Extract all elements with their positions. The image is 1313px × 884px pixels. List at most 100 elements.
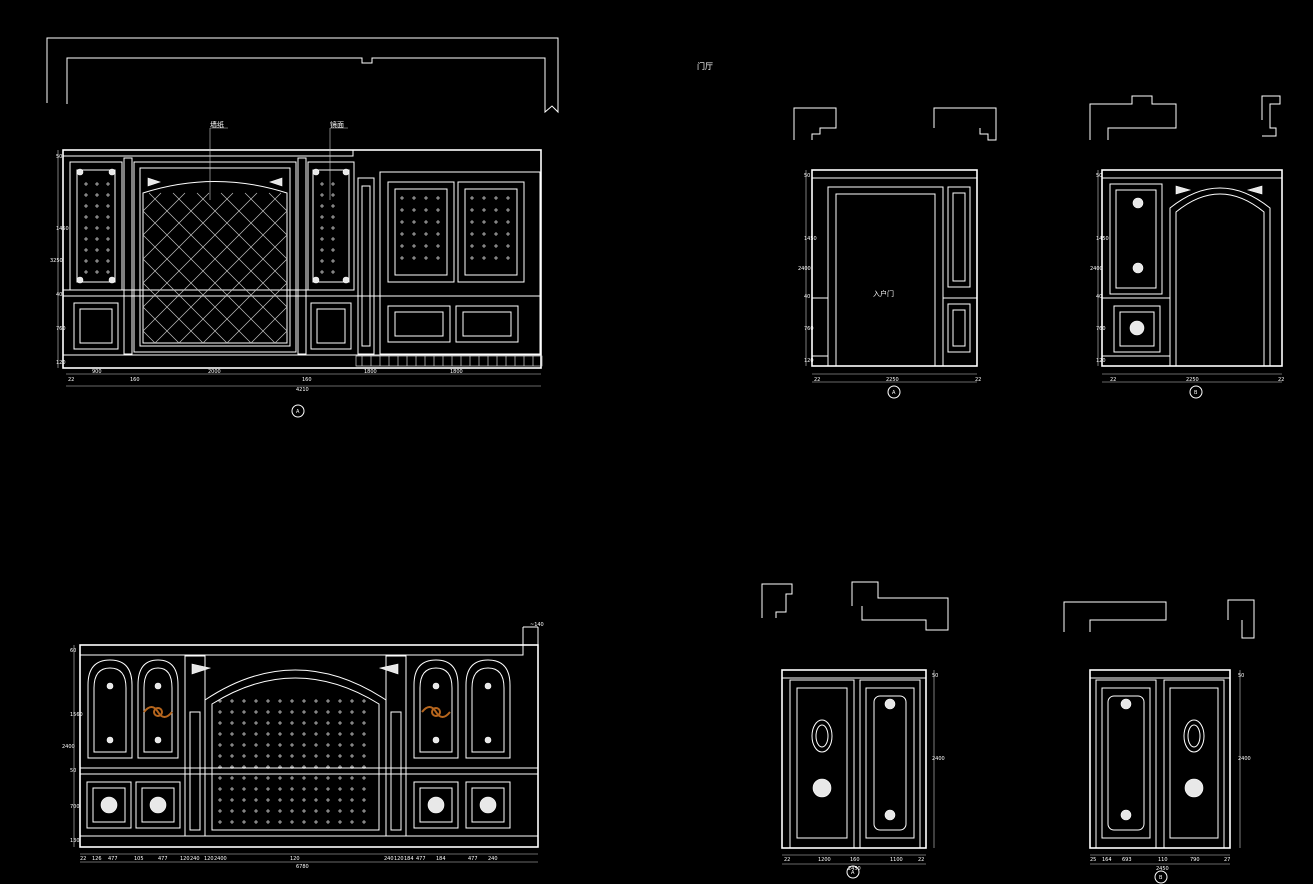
svg-text:22: 22 xyxy=(1110,377,1116,383)
svg-text:22: 22 xyxy=(784,857,790,863)
svg-text:130: 130 xyxy=(70,838,80,844)
dimension-label: 120 xyxy=(204,856,214,862)
svg-text:40: 40 xyxy=(56,292,62,298)
svg-text:A: A xyxy=(851,870,855,876)
svg-text:1450: 1450 xyxy=(1096,236,1109,242)
center-panel xyxy=(133,161,297,353)
elevation-1: 墙纸 镜面 50 1450 40 760 120 3250 22 900 160… xyxy=(46,37,559,418)
wall-lamp-left xyxy=(143,706,173,718)
ceiling-section-1 xyxy=(46,37,559,114)
svg-text:25: 25 xyxy=(1090,857,1096,863)
svg-text:760: 760 xyxy=(56,326,66,332)
elevation-1-frame xyxy=(62,149,542,369)
svg-text:~140: ~140 xyxy=(530,622,544,628)
svg-text:22: 22 xyxy=(814,377,820,383)
svg-text:27: 27 xyxy=(1224,857,1230,863)
svg-text:2250: 2250 xyxy=(1186,377,1199,383)
dimension-label: 105 xyxy=(134,856,144,862)
svg-text:1200: 1200 xyxy=(818,857,831,863)
svg-text:120: 120 xyxy=(1096,358,1106,364)
svg-text:2250: 2250 xyxy=(886,377,899,383)
label-mirror: 镜面 xyxy=(330,120,344,129)
dimension-label: 477 xyxy=(158,856,168,862)
label-wallpaper: 墙纸 xyxy=(210,120,224,129)
svg-text:693: 693 xyxy=(1122,857,1132,863)
svg-text:160: 160 xyxy=(130,377,140,383)
svg-text:22: 22 xyxy=(918,857,924,863)
svg-text:40: 40 xyxy=(804,294,810,300)
svg-text:B: B xyxy=(1159,875,1163,881)
dimension-label: 240 xyxy=(488,856,498,862)
svg-text:4210: 4210 xyxy=(296,387,309,393)
svg-text:50: 50 xyxy=(804,173,810,179)
svg-text:900: 900 xyxy=(92,369,102,375)
sheet-title: 门厅 xyxy=(697,61,713,71)
section-marker xyxy=(291,404,305,418)
svg-text:50: 50 xyxy=(932,673,938,679)
svg-text:1560: 1560 xyxy=(70,712,83,718)
svg-text:164: 164 xyxy=(1102,857,1112,863)
svg-text:3250: 3250 xyxy=(50,258,63,264)
dimension-label: 2400 xyxy=(214,856,227,862)
svg-text:120: 120 xyxy=(56,360,66,366)
elevation-5: 22 1200 160 1100 22 2450 50 2400 A xyxy=(761,581,949,879)
dimension-label: 240 xyxy=(384,856,394,862)
door-label: 入户门 xyxy=(873,289,894,298)
elevation-3: 50 1450 40 760 120 2400 22 2250 22 B xyxy=(1089,95,1284,399)
svg-text:B: B xyxy=(1194,390,1198,396)
svg-text:2400: 2400 xyxy=(1090,266,1103,272)
svg-text:6780: 6780 xyxy=(296,864,309,870)
dimension-label: 184 xyxy=(436,856,446,862)
svg-text:22: 22 xyxy=(1278,377,1284,383)
elevation-4: ~140 60 1560 50 700 130 2400 22 126 477 105… xyxy=(62,622,544,870)
svg-text:1450: 1450 xyxy=(56,226,69,232)
svg-text:120: 120 xyxy=(804,358,814,364)
svg-text:2450: 2450 xyxy=(1156,866,1169,872)
svg-text:700: 700 xyxy=(70,804,80,810)
svg-text:1450: 1450 xyxy=(804,236,817,242)
dimension-label: 126 xyxy=(92,856,102,862)
svg-text:22: 22 xyxy=(975,377,981,383)
elevation-2: 入户门 50 1450 40 760 120 2400 22 2250 22 A xyxy=(793,107,997,399)
dimension-label: 240 xyxy=(190,856,200,862)
svg-text:50: 50 xyxy=(70,768,76,774)
svg-text:50: 50 xyxy=(1238,673,1244,679)
svg-text:A: A xyxy=(892,390,896,396)
svg-text:A: A xyxy=(296,409,300,415)
svg-text:50: 50 xyxy=(56,154,62,160)
svg-text:60: 60 xyxy=(70,648,76,654)
wall-lamp-right xyxy=(421,706,451,718)
dimension-label: 120 xyxy=(180,856,190,862)
svg-text:50: 50 xyxy=(1096,173,1102,179)
svg-text:1100: 1100 xyxy=(890,857,903,863)
dimension-label: 477 xyxy=(108,856,118,862)
svg-text:2400: 2400 xyxy=(1238,756,1251,762)
dimension-label: 120 xyxy=(290,856,300,862)
dimension-label: 477 xyxy=(416,856,426,862)
svg-text:760: 760 xyxy=(1096,326,1106,332)
dimension-label: 477 xyxy=(468,856,478,862)
svg-text:1800: 1800 xyxy=(450,369,463,375)
dimension-label: 184 xyxy=(404,856,414,862)
svg-text:110: 110 xyxy=(1158,857,1168,863)
svg-text:22: 22 xyxy=(68,377,74,383)
dimension-label: 22 xyxy=(80,856,86,862)
svg-text:2000: 2000 xyxy=(208,369,221,375)
svg-text:2400: 2400 xyxy=(62,744,75,750)
tufted-pattern-center xyxy=(218,699,366,824)
tufted-pattern xyxy=(84,182,510,274)
wallpaper-diamond-pattern xyxy=(142,192,288,344)
svg-text:1800: 1800 xyxy=(364,369,377,375)
svg-text:2400: 2400 xyxy=(798,266,811,272)
svg-text:2450: 2450 xyxy=(848,866,861,872)
elevation-1-dimensions xyxy=(57,150,541,387)
svg-text:760: 760 xyxy=(804,326,814,332)
elevation-4-frame xyxy=(79,644,539,848)
elevation-6: 25 164 693 110 790 27 2450 50 2400 B xyxy=(1063,599,1255,884)
svg-text:40: 40 xyxy=(1096,294,1102,300)
dimension-label: 120 xyxy=(394,856,404,862)
svg-text:2400: 2400 xyxy=(932,756,945,762)
svg-text:790: 790 xyxy=(1190,857,1200,863)
svg-text:160: 160 xyxy=(850,857,860,863)
